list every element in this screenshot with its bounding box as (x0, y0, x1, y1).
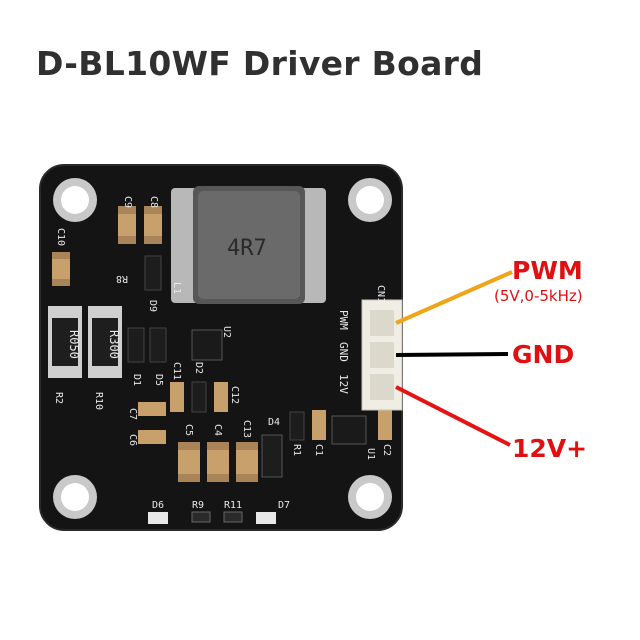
capacitor-c1 (312, 410, 326, 440)
svg-text:R9: R9 (192, 500, 204, 511)
resistor-r050: R050 (48, 306, 82, 378)
svg-text:C6: C6 (127, 434, 138, 446)
svg-text:C12: C12 (229, 386, 240, 404)
svg-text:D1: D1 (131, 374, 142, 386)
svg-text:4R7: 4R7 (227, 236, 267, 261)
diode-d4 (261, 434, 283, 478)
svg-text:C13: C13 (241, 420, 252, 438)
capacitor-c12 (214, 382, 228, 412)
resistor-r300: R300 (88, 306, 122, 378)
svg-text:C10: C10 (55, 228, 66, 246)
svg-text:D5: D5 (153, 374, 164, 386)
svg-text:CN1: CN1 (375, 285, 386, 303)
svg-text:D9: D9 (147, 300, 158, 312)
inductor-l1: 4R7 (171, 186, 326, 304)
diode-d2 (191, 381, 207, 413)
svg-text:R8: R8 (116, 273, 128, 284)
svg-text:R1: R1 (291, 444, 302, 456)
diode-d5 (149, 327, 167, 363)
svg-text:D6: D6 (152, 500, 164, 511)
svg-text:D2: D2 (193, 362, 204, 374)
svg-text:C8: C8 (148, 196, 159, 208)
mounting-hole-bl (53, 475, 97, 519)
capacitor-c11 (170, 382, 184, 412)
diode-d1 (127, 327, 145, 363)
pwm-wire (395, 270, 513, 325)
mounting-hole-tr (348, 178, 392, 222)
svg-text:L1: L1 (171, 282, 182, 294)
svg-text:C2: C2 (381, 444, 392, 456)
svg-text:R11: R11 (224, 500, 242, 511)
resistor-r1 (289, 411, 305, 441)
diode-d9 (144, 255, 162, 291)
svg-text:C5: C5 (183, 424, 194, 436)
capacitor-c2 (378, 410, 392, 440)
led-d7 (256, 512, 276, 524)
pwm-spec-label: (5V,0-5kHz) (494, 287, 583, 305)
gnd-label: GND (512, 340, 575, 369)
svg-text:R2: R2 (53, 392, 64, 404)
svg-text:R050: R050 (67, 330, 81, 359)
svg-text:R300: R300 (107, 330, 121, 359)
regulator-u1 (331, 415, 367, 445)
svg-text:C11: C11 (171, 362, 182, 380)
capacitor-c7 (138, 402, 166, 416)
svg-text:D4: D4 (268, 417, 280, 428)
mounting-hole-tl (53, 178, 97, 222)
led-d6 (148, 512, 168, 524)
svg-text:C9: C9 (122, 196, 133, 208)
chip-u2 (191, 329, 223, 361)
12v-label: 12V+ (512, 434, 588, 463)
svg-text:PWM: PWM (337, 310, 350, 330)
svg-text:GND: GND (337, 342, 350, 362)
svg-text:C4: C4 (212, 424, 223, 436)
svg-text:U2: U2 (221, 326, 232, 338)
mounting-hole-br (348, 475, 392, 519)
gnd-wire (395, 352, 509, 357)
svg-text:U1: U1 (365, 448, 376, 460)
connector-cn1 (361, 299, 403, 411)
svg-text:C1: C1 (313, 444, 324, 456)
resistor-r11 (223, 511, 243, 523)
pwm-label: PWM (512, 256, 583, 285)
resistor-r9 (191, 511, 211, 523)
svg-text:C7: C7 (127, 408, 138, 420)
svg-text:D7: D7 (278, 500, 290, 511)
svg-text:R10: R10 (93, 392, 104, 410)
page-title: D-BL10WF Driver Board (36, 44, 484, 83)
capacitor-c6 (138, 430, 166, 444)
svg-text:12V: 12V (337, 374, 350, 394)
v12-wire (395, 385, 511, 447)
